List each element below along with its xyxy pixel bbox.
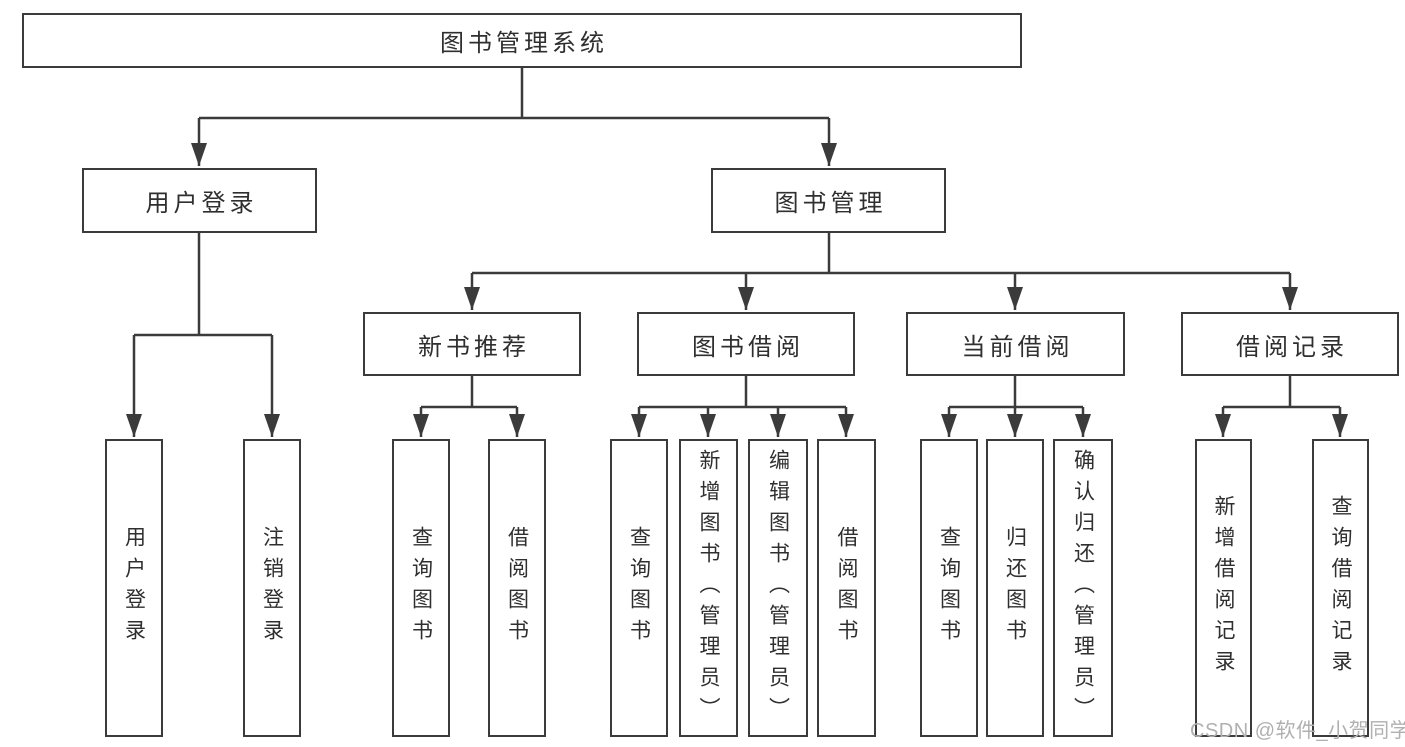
leaf-logout: 注销登录 [243,439,301,737]
node-current-borrow: 当前借阅 [906,312,1125,376]
leaf-recommend-borrow-books: 借阅图书 [488,439,546,737]
node-book-borrow: 图书借阅 [637,312,855,376]
node-book-management: 图书管理 [711,168,946,233]
leaf-user-login: 用户登录 [105,439,163,737]
leaf-add-borrow-record: 新增借阅记录 [1195,439,1252,737]
node-borrow-records: 借阅记录 [1181,312,1399,376]
node-root: 图书管理系统 [22,13,1022,68]
node-user-login: 用户登录 [82,168,317,233]
leaf-edit-book-admin: 编辑图书（管理员） [748,439,808,737]
watermark-text: CSDN @软件_小贺同学 [1190,720,1405,742]
leaf-confirm-return-admin: 确认归还（管理员） [1053,439,1113,737]
leaf-add-book-admin: 新增图书（管理员） [679,439,738,737]
leaf-query-borrow-record: 查询借阅记录 [1312,439,1369,737]
leaf-borrow-books: 借阅图书 [817,439,876,737]
leaf-current-query-books: 查询图书 [920,439,978,737]
leaf-return-books: 归还图书 [986,439,1044,737]
node-new-book-recommend: 新书推荐 [363,312,581,376]
leaf-recommend-query-books: 查询图书 [392,439,450,737]
leaf-borrow-query-books: 查询图书 [610,439,668,737]
